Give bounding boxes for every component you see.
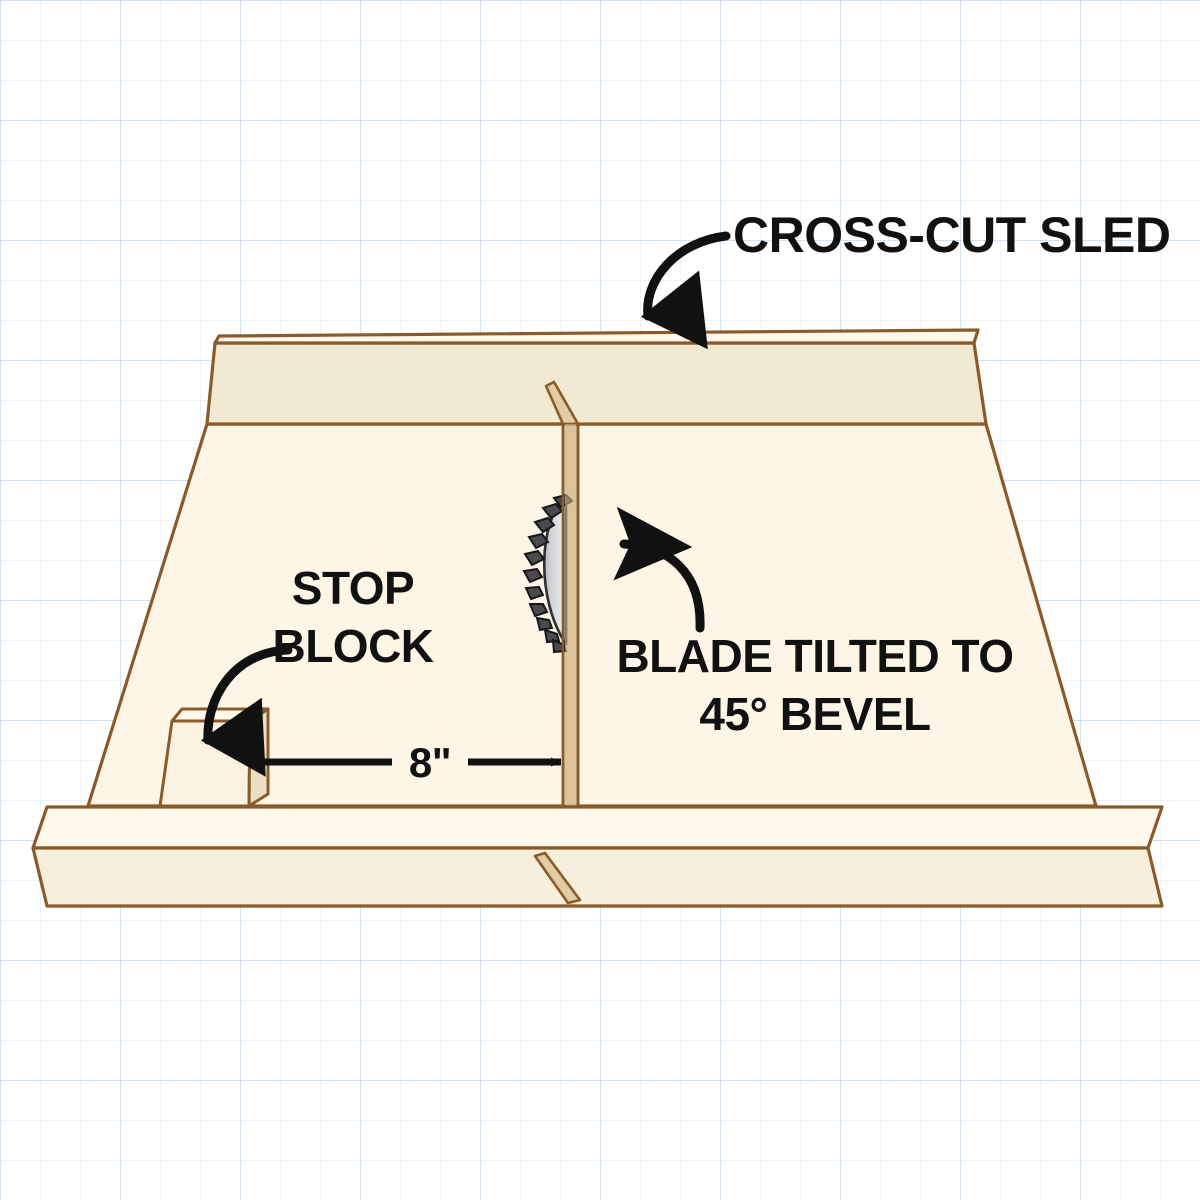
- dimension-stop-block-to-blade: 8": [250, 739, 561, 786]
- part-rear-fence: [205, 328, 988, 426]
- callout-arrows: [200, 231, 731, 777]
- blade-arrow: [613, 506, 705, 633]
- label-stop-block-line1: STOP: [292, 562, 414, 614]
- label-blade-tilted-line1: BLADE TILTED TO: [616, 630, 1013, 682]
- label-cross-cut-sled: CROSS-CUT SLED: [733, 207, 1170, 263]
- label-blade-tilted-line2: 45° BEVEL: [699, 688, 930, 740]
- sled-arrow: [640, 231, 731, 350]
- label-stop-block-line2: BLOCK: [272, 620, 433, 672]
- stop-block-arrow: [200, 645, 293, 777]
- part-stop-block: [158, 707, 270, 808]
- dimension-value: 8": [409, 739, 451, 786]
- part-front-fence: [31, 805, 1164, 908]
- diagram-labels: CROSS-CUT SLED STOP BLOCK BLADE TILTED T…: [272, 207, 1170, 740]
